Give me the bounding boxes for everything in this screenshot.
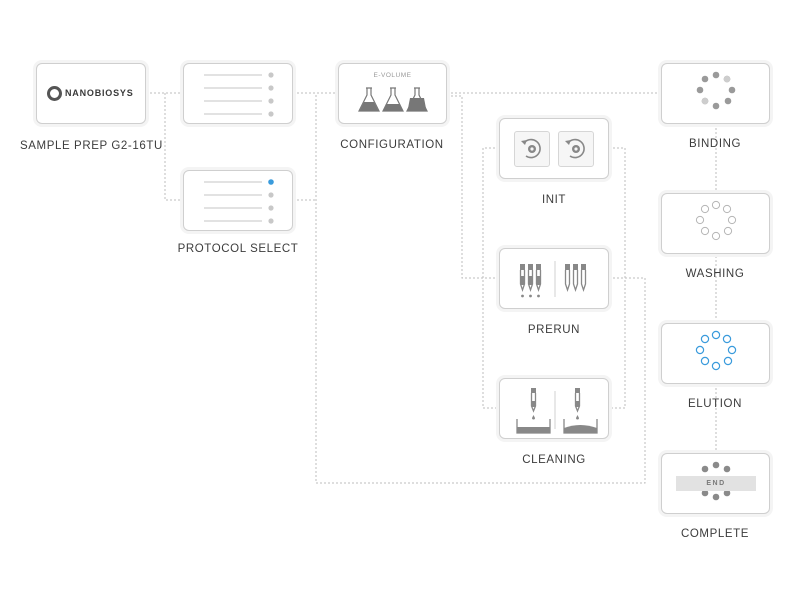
configuration-card[interactable]: E-VOLUME: [338, 63, 447, 124]
pipette-icon: [519, 261, 587, 298]
init-label: INIT: [541, 194, 567, 206]
list-selected-icon: [204, 179, 274, 224]
logo-text: NANOBIOSYS: [65, 88, 134, 98]
flask-icon: [358, 87, 428, 112]
spinner-ring-icon: [695, 330, 737, 371]
spinner-ring-icon: [695, 200, 737, 241]
gear-cycle-icon: [521, 138, 585, 159]
configuration-label: CONFIGURATION: [340, 139, 444, 151]
protocol-select-label: PROTOCOL SELECT: [177, 243, 299, 255]
prerun-card[interactable]: [499, 248, 609, 309]
washing-card[interactable]: [661, 193, 770, 254]
wire-config-to-prerun: [447, 95, 500, 279]
list-icon: [204, 72, 274, 117]
dropper-icon: [516, 388, 598, 434]
cleaning-card[interactable]: [499, 378, 609, 439]
init-card[interactable]: [499, 118, 609, 179]
wire-init-cleaning-left: [482, 147, 499, 409]
washing-label: WASHING: [685, 268, 745, 280]
cleaning-label: CLEANING: [522, 454, 586, 466]
protocol-select-card[interactable]: [183, 170, 293, 231]
spinner-icon: [701, 461, 731, 501]
spinner-icon: [696, 71, 736, 110]
sample-prep-card[interactable]: NANOBIOSYS: [36, 63, 146, 124]
wire-sample-to-protocol: [164, 93, 183, 201]
prerun-label: PRERUN: [527, 324, 581, 336]
protocol-list-card[interactable]: [183, 63, 293, 124]
complete-card[interactable]: END: [661, 453, 770, 514]
complete-label: COMPLETE: [680, 528, 750, 540]
wire-config-outer-loop: [315, 95, 646, 484]
sample-prep-label: SAMPLE PREP G2-16TU: [20, 140, 163, 152]
end-badge: END: [676, 476, 756, 491]
elution-card[interactable]: [661, 323, 770, 384]
binding-label: BINDING: [688, 138, 742, 150]
elution-label: ELUTION: [687, 398, 743, 410]
binding-card[interactable]: [661, 63, 770, 124]
e-volume-caption: E-VOLUME: [373, 72, 412, 79]
